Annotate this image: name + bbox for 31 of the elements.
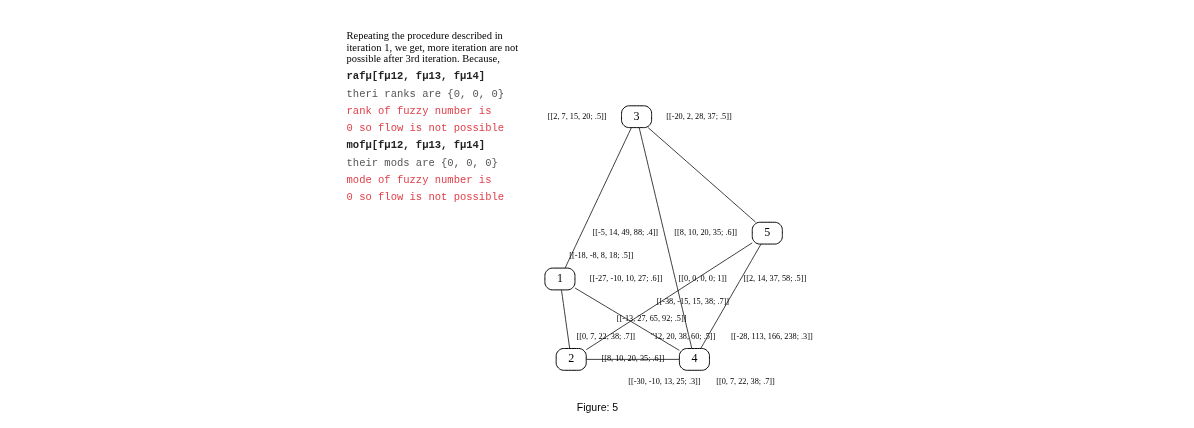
connector xyxy=(574,287,680,351)
node-box: 3 xyxy=(620,105,652,129)
label: 0 so flow is not possible xyxy=(346,191,504,204)
label: [[-20, 2, 28, 37; .5]] xyxy=(665,111,732,121)
label: their mods are {0, 0, 0} xyxy=(346,156,498,169)
connector xyxy=(647,127,756,223)
label: theri ranks are {0, 0, 0} xyxy=(346,87,504,100)
label: rafμ[fμ12, fμ13, fμ14] xyxy=(346,69,485,82)
connector xyxy=(564,127,632,269)
label: [[-30, -10, 13, 25; .3]] xyxy=(627,377,701,387)
caption: Figure: 5 xyxy=(576,401,618,414)
connector xyxy=(560,289,570,349)
node-box: 2 xyxy=(555,348,587,371)
label: rank of fuzzy number is xyxy=(346,104,491,117)
label: mode of fuzzy number is xyxy=(346,173,491,186)
label: [[0, 0, 0, 0; 1]] xyxy=(678,274,727,284)
label: [[-38, -15, 15, 38; .7]] xyxy=(656,297,729,307)
node-box: 4 xyxy=(678,348,710,371)
connector xyxy=(638,127,692,349)
node-box: 1 xyxy=(543,267,575,291)
label: [[-27, -10, 10, 27; .6]] xyxy=(589,274,662,284)
connector xyxy=(699,243,761,349)
connector xyxy=(585,242,753,351)
label: [[0, 7, 22, 38; .7]] xyxy=(715,377,775,387)
label: [[2, 14, 37, 58; .5]] xyxy=(742,274,806,284)
label: mofμ[fμ12, fμ13, fμ14] xyxy=(346,138,485,151)
label: [[-5, 14, 49, 88; .4]] xyxy=(592,228,658,238)
node-box: 5 xyxy=(751,221,783,245)
label: [[-28, 113, 166, 238; .3]] xyxy=(730,331,813,341)
label: Repeating the procedure described in iteration 1, we get, more iteration are not possible after 3rd iteration. Because, xyxy=(346,30,518,64)
label: 0 so flow is not possible xyxy=(346,122,504,135)
